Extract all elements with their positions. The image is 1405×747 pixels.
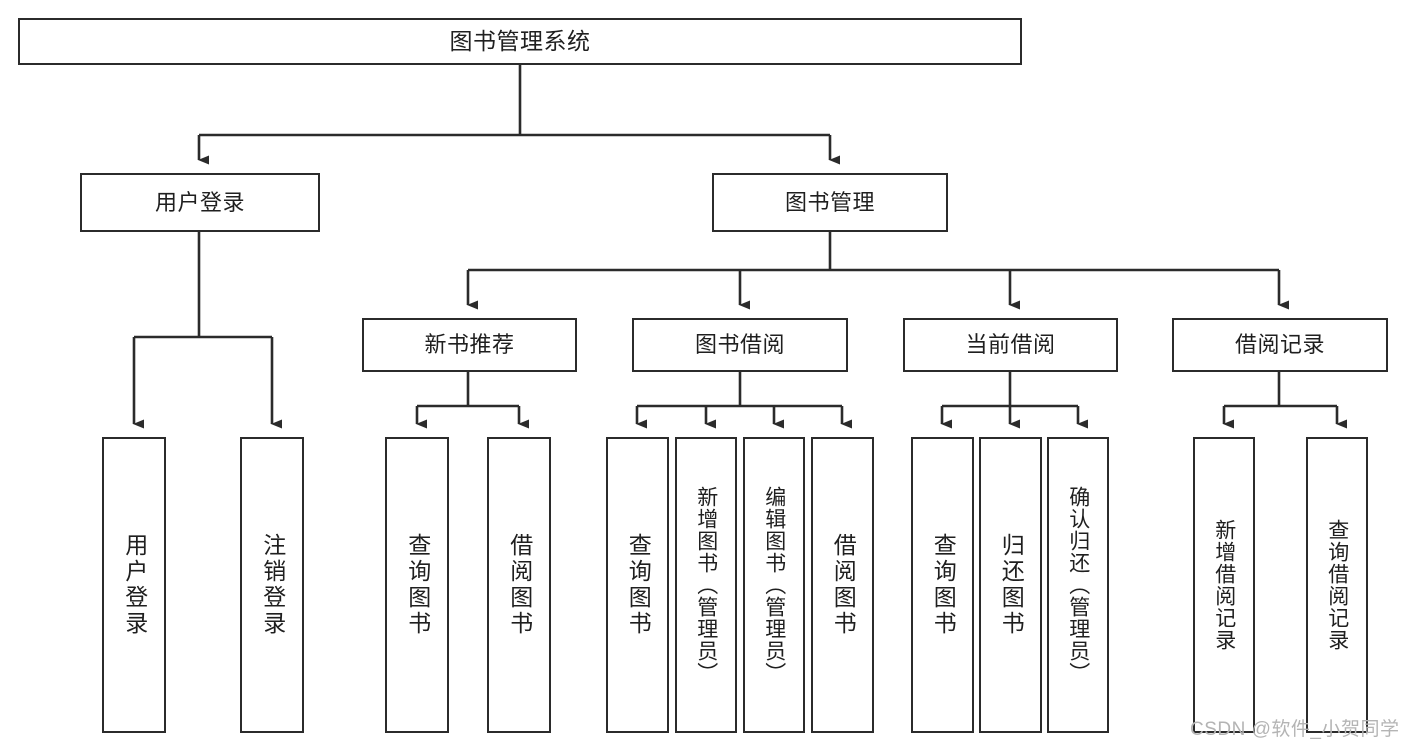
node-label: 图书管理系统	[449, 27, 591, 54]
node-label: 新增图书（管理员）	[694, 486, 718, 684]
node-root-book-management-system[interactable]: 图书管理系统	[18, 18, 1022, 65]
node-new-book-recommend[interactable]: 新书推荐	[362, 318, 577, 372]
leaf-query-book-recommend[interactable]: 查询图书	[385, 437, 449, 733]
leaf-return-book[interactable]: 归还图书	[979, 437, 1042, 733]
leaf-user-login[interactable]: 用户登录	[102, 437, 166, 733]
leaf-query-book-borrow[interactable]: 查询图书	[606, 437, 669, 733]
node-book-management[interactable]: 图书管理	[712, 173, 948, 232]
node-label: 注销登录	[259, 533, 286, 637]
leaf-query-book-current[interactable]: 查询图书	[911, 437, 974, 733]
leaf-confirm-return-admin[interactable]: 确认归还（管理员）	[1047, 437, 1109, 733]
watermark-csdn: CSDN @软件_小贺同学	[1190, 719, 1400, 740]
node-label: 图书借阅	[694, 332, 785, 358]
node-label: 查询图书	[930, 533, 957, 637]
leaf-add-borrow-record[interactable]: 新增借阅记录	[1193, 437, 1255, 733]
node-label: 查询图书	[625, 533, 652, 637]
node-label: 借阅图书	[506, 533, 533, 637]
leaf-borrow-book-recommend[interactable]: 借阅图书	[487, 437, 551, 733]
node-label: 查询借阅记录	[1325, 519, 1349, 651]
leaf-edit-book-admin[interactable]: 编辑图书（管理员）	[743, 437, 805, 733]
node-label: 用户登录	[121, 533, 148, 637]
leaf-query-borrow-record[interactable]: 查询借阅记录	[1306, 437, 1368, 733]
node-borrow-record[interactable]: 借阅记录	[1172, 318, 1388, 372]
leaf-borrow-book[interactable]: 借阅图书	[811, 437, 874, 733]
node-user-login[interactable]: 用户登录	[80, 173, 320, 232]
node-label: 编辑图书（管理员）	[762, 486, 786, 684]
node-label: 新书推荐	[424, 332, 515, 358]
node-label: 确认归还（管理员）	[1066, 486, 1090, 684]
node-label: 新增借阅记录	[1212, 519, 1236, 651]
node-label: 归还图书	[998, 533, 1025, 637]
node-label: 图书管理	[784, 189, 875, 215]
leaf-add-book-admin[interactable]: 新增图书（管理员）	[675, 437, 737, 733]
leaf-logout[interactable]: 注销登录	[240, 437, 304, 733]
node-label: 用户登录	[154, 189, 245, 215]
node-book-borrow[interactable]: 图书借阅	[632, 318, 848, 372]
node-label: 借阅记录	[1234, 332, 1325, 358]
node-label: 当前借阅	[965, 332, 1056, 358]
node-label: 借阅图书	[830, 533, 857, 637]
node-label: 查询图书	[404, 533, 431, 637]
node-current-borrow[interactable]: 当前借阅	[903, 318, 1118, 372]
